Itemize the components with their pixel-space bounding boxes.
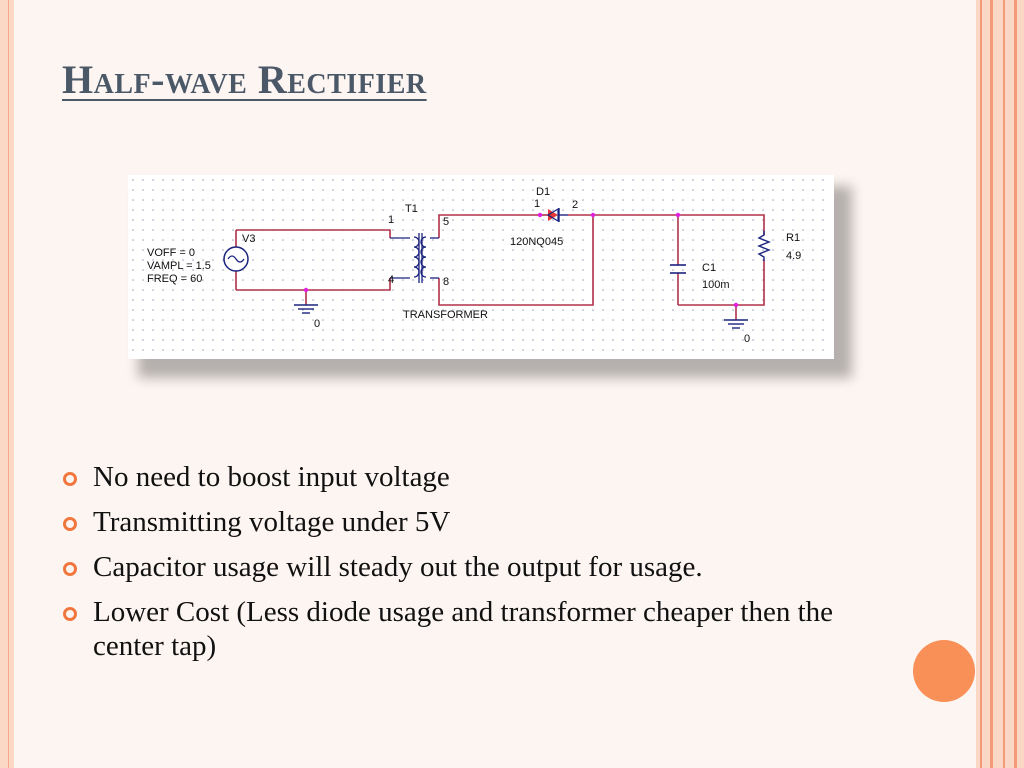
ground-label: 0 — [314, 318, 320, 330]
transformer-pin: 1 — [388, 214, 394, 226]
right-border — [976, 0, 1024, 768]
resistor-symbol — [757, 231, 771, 261]
source-param: VOFF = 0 — [147, 247, 195, 259]
source-param: FREQ = 60 — [147, 273, 202, 285]
resistor-value: 4.9 — [786, 250, 801, 262]
left-border — [0, 0, 14, 768]
slide-content — [14, 0, 976, 768]
bullet-item: Lower Cost (Less diode usage and transfo… — [60, 595, 860, 663]
diode-model: 120NQ045 — [510, 236, 563, 248]
diode-ref: D1 — [536, 186, 550, 198]
source-param: VAMPL = 1.5 — [147, 260, 211, 272]
bullet-circle-icon — [63, 472, 77, 486]
transformer-model: TRANSFORMER — [403, 309, 488, 321]
bullet-circle-icon — [63, 517, 77, 531]
resistor-ref: R1 — [786, 232, 800, 244]
circuit-schematic: V3 VOFF = 0 VAMPL = 1.5 FREQ = 60 T1 1 4… — [128, 175, 834, 359]
diode-pin: 1 — [534, 198, 540, 210]
capacitor-ref: C1 — [702, 262, 716, 274]
capacitor-symbol — [670, 264, 686, 274]
bullet-circle-icon — [63, 607, 77, 621]
bullet-item: Capacitor usage will steady out the outp… — [60, 550, 860, 584]
source-ref: V3 — [242, 233, 255, 245]
capacitor-value: 100m — [702, 279, 730, 291]
voltage-source — [223, 246, 249, 272]
bullet-text: No need to boost input voltage — [93, 461, 450, 493]
decorative-circle — [913, 640, 975, 702]
transformer-pin: 4 — [388, 274, 394, 286]
slide-title: Half-wave Rectifier — [62, 57, 427, 102]
bullet-text: Lower Cost (Less diode usage and transfo… — [93, 596, 834, 662]
ground-symbol — [294, 304, 748, 329]
bullet-item: No need to boost input voltage — [60, 460, 860, 494]
diode-pin: 2 — [572, 199, 578, 211]
bullet-list: No need to boost input voltage Transmitt… — [60, 460, 860, 674]
bullet-text: Capacitor usage will steady out the outp… — [93, 551, 703, 583]
bullet-text: Transmitting voltage under 5V — [93, 506, 451, 538]
bullet-circle-icon — [63, 562, 77, 576]
transformer-symbol — [390, 233, 439, 283]
transformer-ref: T1 — [405, 203, 418, 215]
transformer-pin: 8 — [443, 276, 449, 288]
transformer-pin: 5 — [443, 216, 449, 228]
bullet-item: Transmitting voltage under 5V — [60, 505, 860, 539]
ground-label: 0 — [744, 333, 750, 345]
